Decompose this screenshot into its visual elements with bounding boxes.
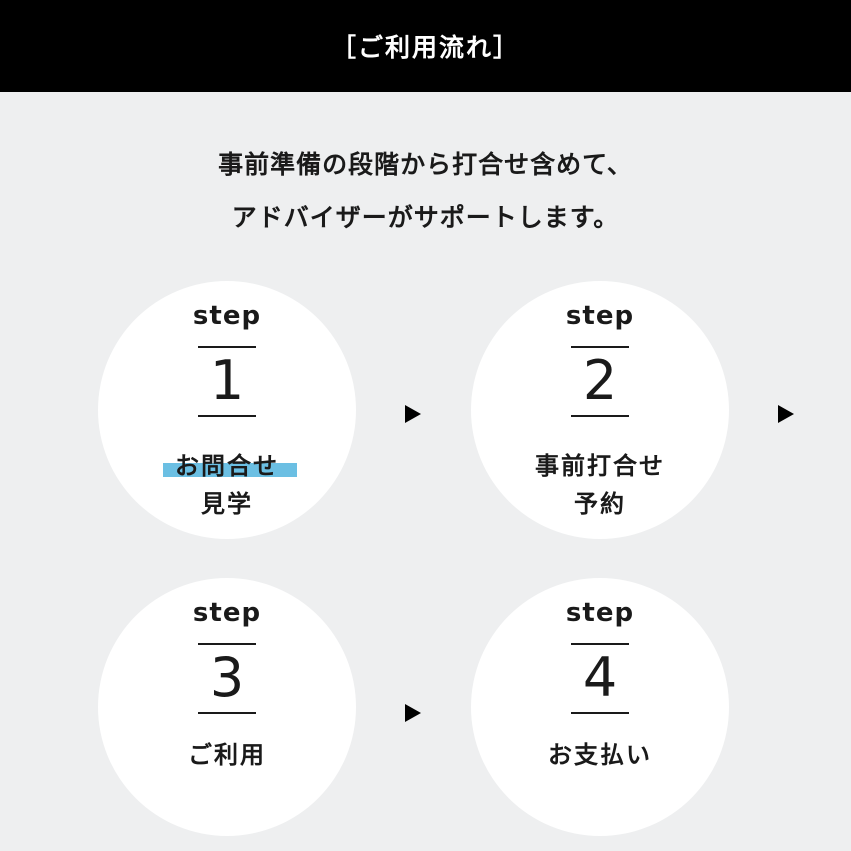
divider-top	[198, 346, 256, 348]
step-circle-2: step 2 事前打合せ 予約	[471, 281, 729, 539]
step-label: 事前打合せ 予約	[471, 447, 729, 523]
step-circle-3: step 3 ご利用	[98, 578, 356, 836]
step-label-highlighted: お問合せ	[163, 447, 297, 485]
intro-text: 事前準備の段階から打合せ含めて、 アドバイザーがサポートします。	[0, 138, 851, 244]
page-header: ［ご利用流れ］	[0, 0, 851, 92]
step-number: 2	[582, 349, 618, 412]
triangle-right-icon	[778, 405, 794, 423]
step-label-line-1: 事前打合せ	[535, 452, 665, 480]
divider-bottom	[198, 415, 256, 417]
step-label: お支払い	[471, 736, 729, 774]
step-label: ご利用	[98, 736, 356, 774]
step-word: step	[565, 598, 635, 628]
divider-top	[571, 346, 629, 348]
divider-bottom	[571, 712, 629, 714]
divider-top	[198, 643, 256, 645]
header-title: ［ご利用流れ］	[330, 33, 520, 62]
divider-top	[571, 643, 629, 645]
divider-bottom	[571, 415, 629, 417]
triangle-right-icon	[405, 704, 421, 722]
step-word: step	[192, 598, 262, 628]
step-word: step	[192, 301, 262, 331]
triangle-right-icon	[405, 405, 421, 423]
divider-bottom	[198, 712, 256, 714]
intro-line-1: 事前準備の段階から打合せ含めて、	[218, 150, 633, 179]
step-circle-4: step 4 お支払い	[471, 578, 729, 836]
step-label-line-1: ご利用	[188, 741, 266, 769]
intro-line-2: アドバイザーがサポートします。	[231, 203, 620, 232]
step-number: 3	[209, 646, 245, 709]
step-word: step	[565, 301, 635, 331]
step-number: 1	[209, 349, 245, 412]
step-label-line-1: お支払い	[548, 741, 652, 769]
step-label-line-2: 予約	[574, 490, 626, 518]
step-label-line-2: 見学	[201, 490, 253, 518]
step-number: 4	[582, 646, 618, 709]
step-label: お問合せ 見学	[98, 447, 356, 523]
step-circle-1: step 1 お問合せ 見学	[98, 281, 356, 539]
